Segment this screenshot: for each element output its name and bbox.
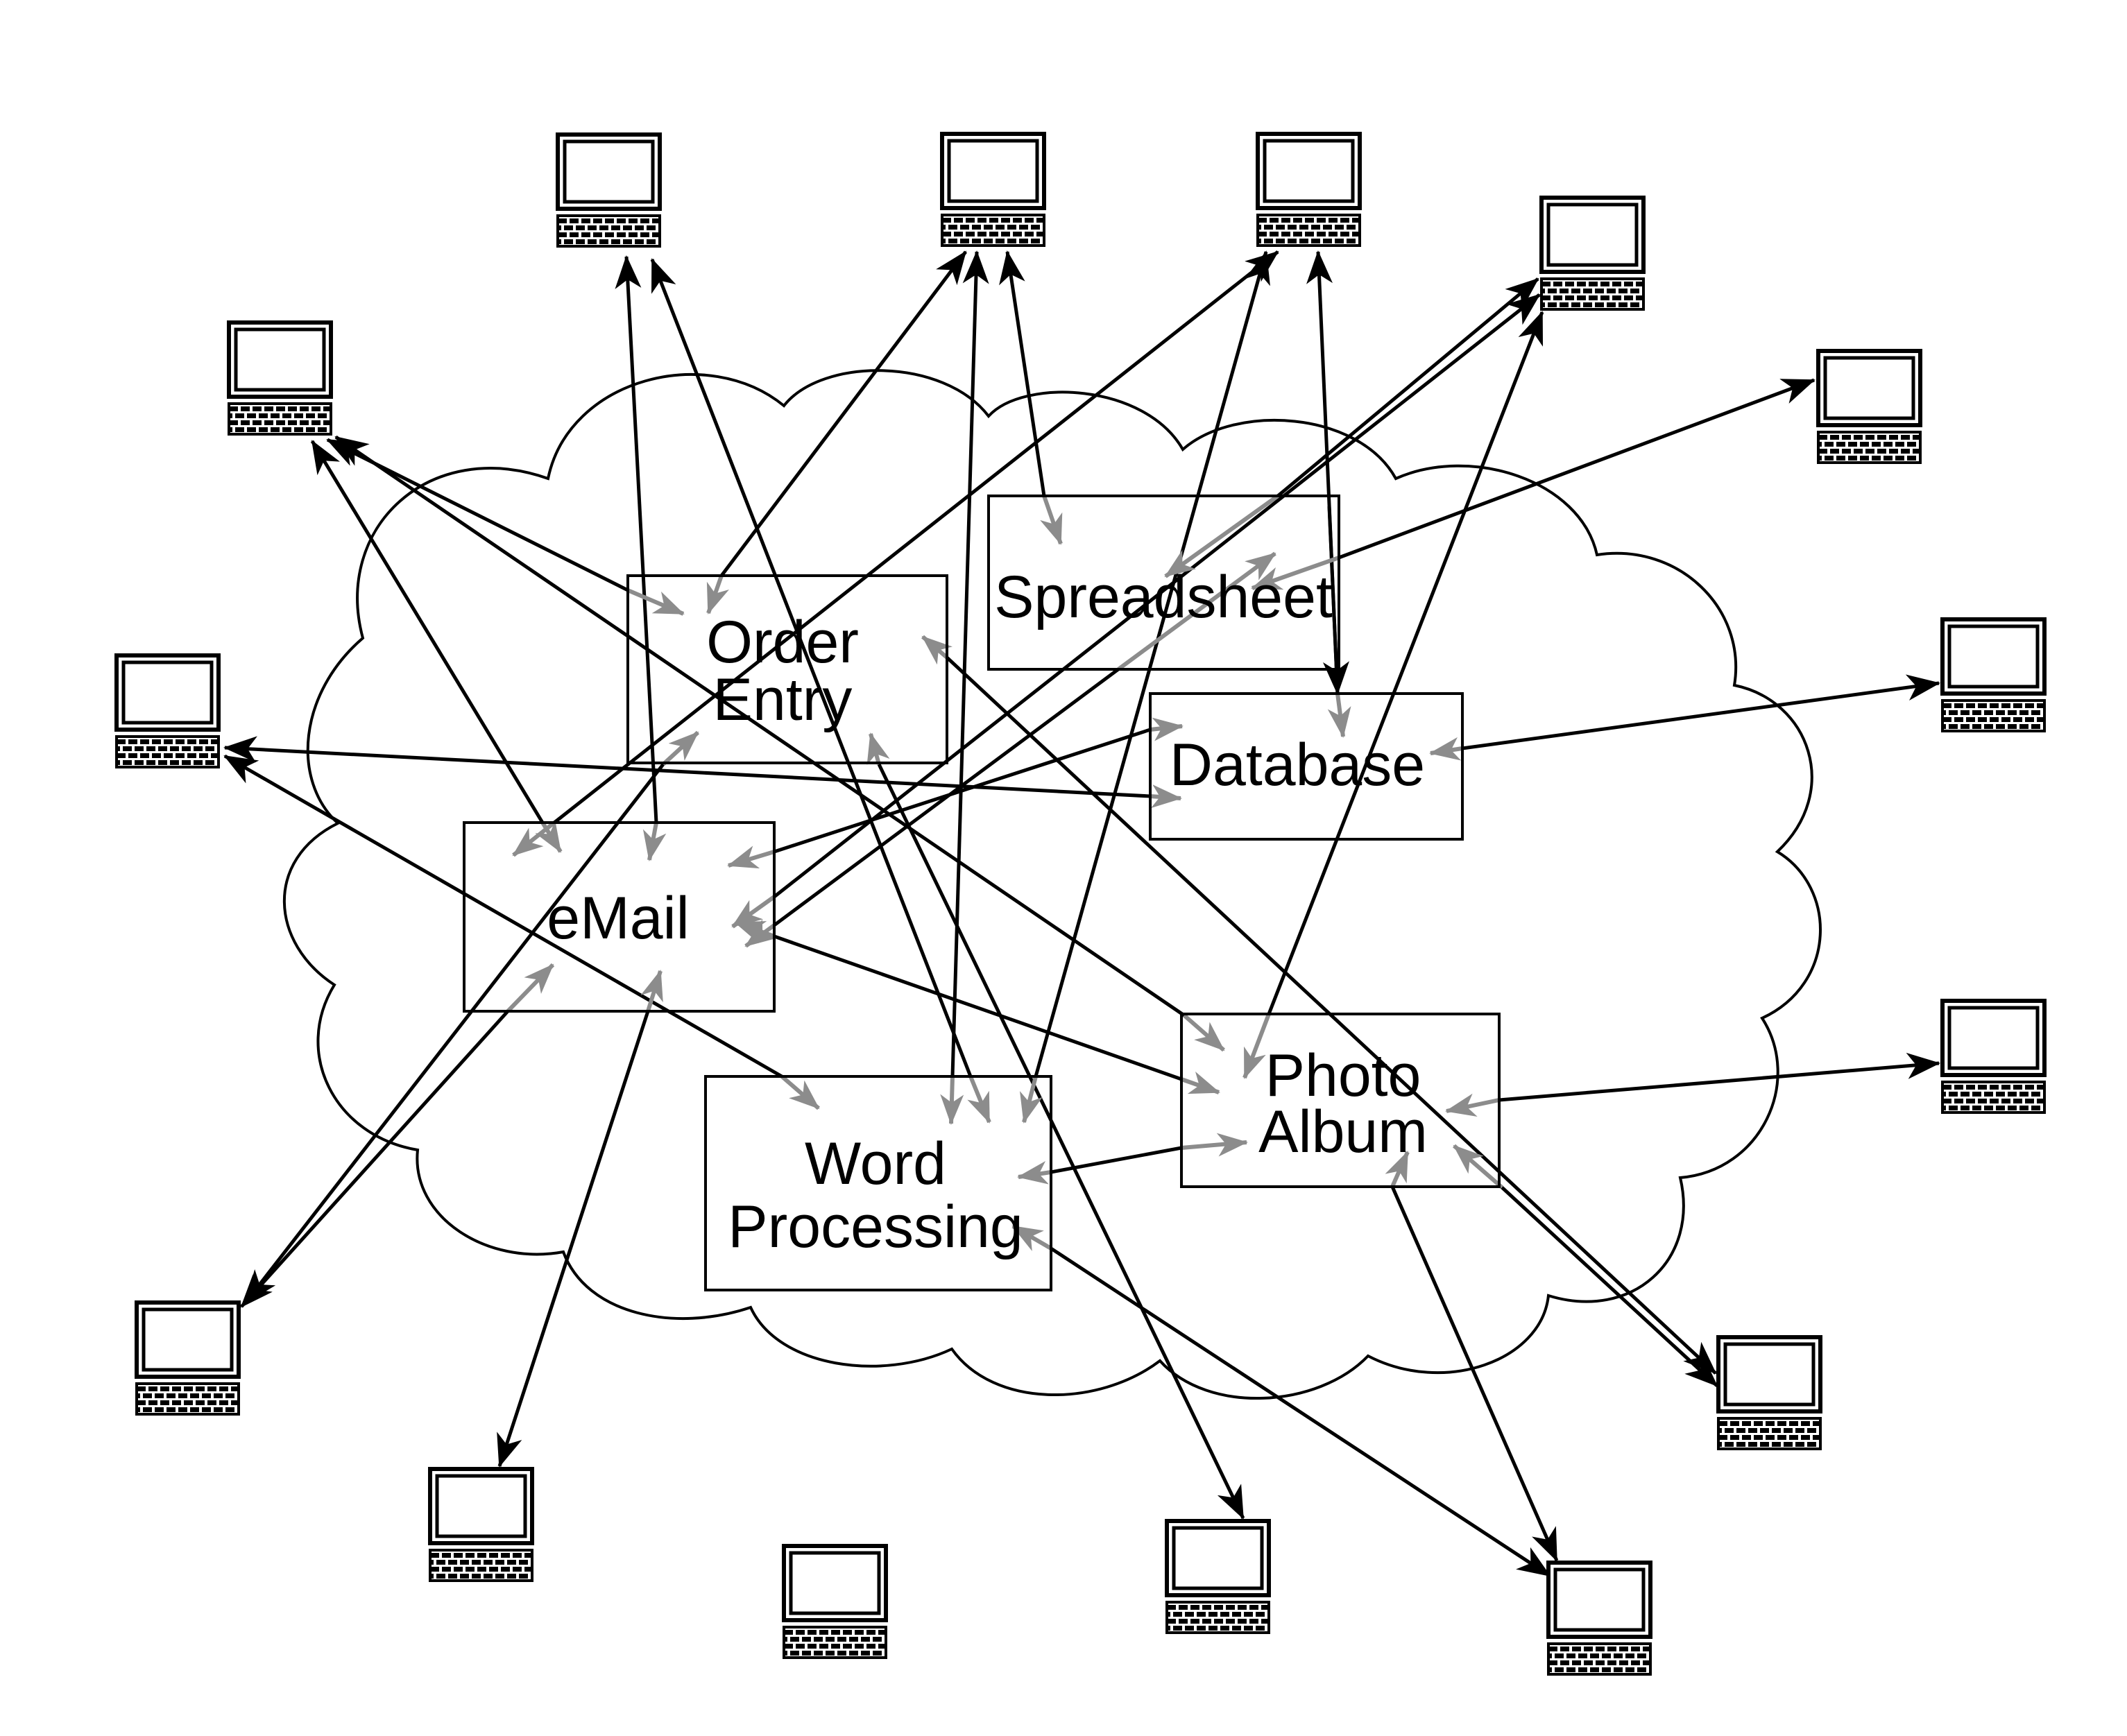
term-sp-from-top4 — [1164, 494, 1279, 578]
term-db-from-email — [1150, 717, 1184, 741]
term-email-from-leftbottom — [506, 963, 555, 1013]
app-box-database: Database — [1149, 692, 1464, 841]
term-wp-from-top3 — [1020, 1076, 1043, 1124]
computer-icon-left-bottom — [137, 1303, 239, 1414]
term-oe-from-top2 — [706, 575, 729, 615]
term-sp-from-righttop — [1251, 556, 1340, 590]
word-processing-label-line1: Word — [805, 1131, 946, 1197]
computer-icon-bottom-2 — [784, 1546, 886, 1658]
computer-icon-bottom-1 — [430, 1469, 532, 1581]
link-email-database — [774, 728, 1151, 854]
computer-icon-right-lower — [1942, 1001, 2044, 1112]
database-label: Database — [1170, 732, 1425, 798]
link-top2-orderentry — [720, 250, 967, 577]
link-lefttop-photoalbum — [334, 435, 1186, 1017]
computer-icon-top-1 — [558, 135, 660, 246]
term-email-from-pa — [734, 920, 776, 944]
cloud-outline — [282, 369, 1822, 1400]
link-top1-email — [615, 255, 658, 823]
connection-lines — [223, 250, 1940, 1578]
link-rightupper-database — [1462, 674, 1940, 750]
order-entry-rect — [626, 574, 948, 764]
term-db-from-leftmid — [1150, 784, 1182, 809]
link-top4-email — [773, 293, 1541, 898]
order-entry-label-line2: Entry — [713, 667, 853, 733]
term-oe-from-lefttop — [626, 588, 685, 616]
computer-icon-left-middle — [117, 655, 219, 767]
term-email-from-lefttop — [535, 820, 563, 853]
computer-icon-top-4 — [1541, 198, 1643, 309]
term-wp-from-bottom4 — [1011, 1224, 1052, 1251]
term-oe-from-leftbottom — [661, 730, 700, 766]
link-bottom4-photoalbum — [1390, 1185, 1559, 1562]
term-db-from-top3 — [1327, 693, 1351, 738]
link-bottom1-email — [497, 1011, 650, 1468]
link-top1-wordprocessing — [650, 258, 973, 1077]
link-top2-wordprocessing — [950, 250, 989, 1077]
link-email-photoalbum — [774, 934, 1182, 1081]
computer-icon-right-top — [1818, 351, 1920, 463]
app-box-order-entry: Order Entry — [626, 574, 948, 764]
term-pa-from-wp — [1181, 1133, 1248, 1157]
link-wordprocessing-photoalbum — [1050, 1146, 1182, 1174]
computer-icon-top-2 — [942, 134, 1044, 246]
computer-icon-top-3 — [1258, 134, 1360, 246]
term-db-from-rightupper — [1429, 737, 1463, 761]
link-lefttop-email — [310, 440, 545, 824]
term-pa-from-lefttop — [1183, 1013, 1225, 1052]
term-wp-from-leftmid — [780, 1074, 820, 1110]
link-rightbottom-photoalbum — [1501, 1186, 1718, 1387]
term-wp-from-pa — [1017, 1160, 1052, 1185]
link-top2-spreadsheet — [999, 250, 1046, 497]
term-wp-from-top2 — [940, 1076, 964, 1125]
app-boxes: Order Entry Spreadsheet Database eMail W… — [463, 495, 1501, 1291]
terminal-arrows — [506, 494, 1503, 1251]
link-leftbottom-email — [240, 1010, 509, 1308]
term-email-from-db — [727, 845, 775, 869]
computer-icon-right-bottom — [1718, 1337, 1820, 1449]
term-sp-from-top2 — [1040, 495, 1063, 545]
term-pa-from-bottom4 — [1385, 1151, 1410, 1188]
app-box-photo-album: Photo Album — [1180, 1013, 1501, 1188]
app-box-word-processing: Word Processing — [704, 1075, 1052, 1291]
term-email-from-top1 — [642, 822, 667, 861]
link-top3-email — [553, 250, 1279, 824]
link-leftmid-wordprocessing — [223, 754, 783, 1078]
photo-album-label-line2: Album — [1258, 1099, 1428, 1165]
term-oe-from-bottom3 — [866, 732, 890, 765]
term-pa-from-email — [1181, 1072, 1220, 1094]
term-email-from-bottom1 — [640, 970, 663, 1012]
term-wp-from-top1 — [967, 1075, 991, 1124]
photo-album-label-line1: Photo — [1265, 1042, 1421, 1109]
link-bottom3-orderentry — [877, 763, 1245, 1520]
email-rect — [463, 821, 776, 1013]
term-pa-from-rightbottom — [1453, 1144, 1503, 1189]
link-top4-photoalbum — [1267, 311, 1544, 1015]
term-pa-from-top4 — [1242, 1013, 1271, 1079]
term-sp-from-email — [1117, 551, 1276, 671]
link-rightlower-photoalbum — [1498, 1052, 1940, 1102]
word-processing-label-line2: Processing — [728, 1194, 1023, 1260]
database-rect — [1149, 692, 1464, 841]
app-box-spreadsheet: Spreadsheet — [987, 495, 1340, 671]
photo-album-rect — [1180, 1013, 1501, 1188]
spreadsheet-label: Spreadsheet — [994, 564, 1333, 630]
computer-icon-bottom-3 — [1167, 1521, 1269, 1633]
computer-icon-right-upper — [1942, 619, 2044, 731]
link-bottom4-wordprocessing — [1050, 1246, 1551, 1578]
computer-icon-bottom-4 — [1548, 1563, 1650, 1674]
computer-icon-left-top — [229, 323, 331, 434]
link-top4-spreadsheet — [1276, 277, 1539, 497]
link-top3-database-head — [1322, 506, 1349, 695]
email-label: eMail — [547, 885, 690, 952]
link-leftbottom-orderentry — [244, 763, 665, 1304]
word-processing-rect — [704, 1075, 1052, 1291]
order-entry-label-line1: Order — [706, 609, 859, 676]
spreadsheet-rect — [987, 495, 1340, 671]
term-pa-from-rightlower — [1445, 1093, 1500, 1117]
term-oe-from-rightbottom — [921, 635, 953, 665]
link-righttop-spreadsheet — [1338, 378, 1816, 560]
app-box-email: eMail — [463, 821, 776, 1013]
link-leftmid-database — [223, 736, 1151, 798]
